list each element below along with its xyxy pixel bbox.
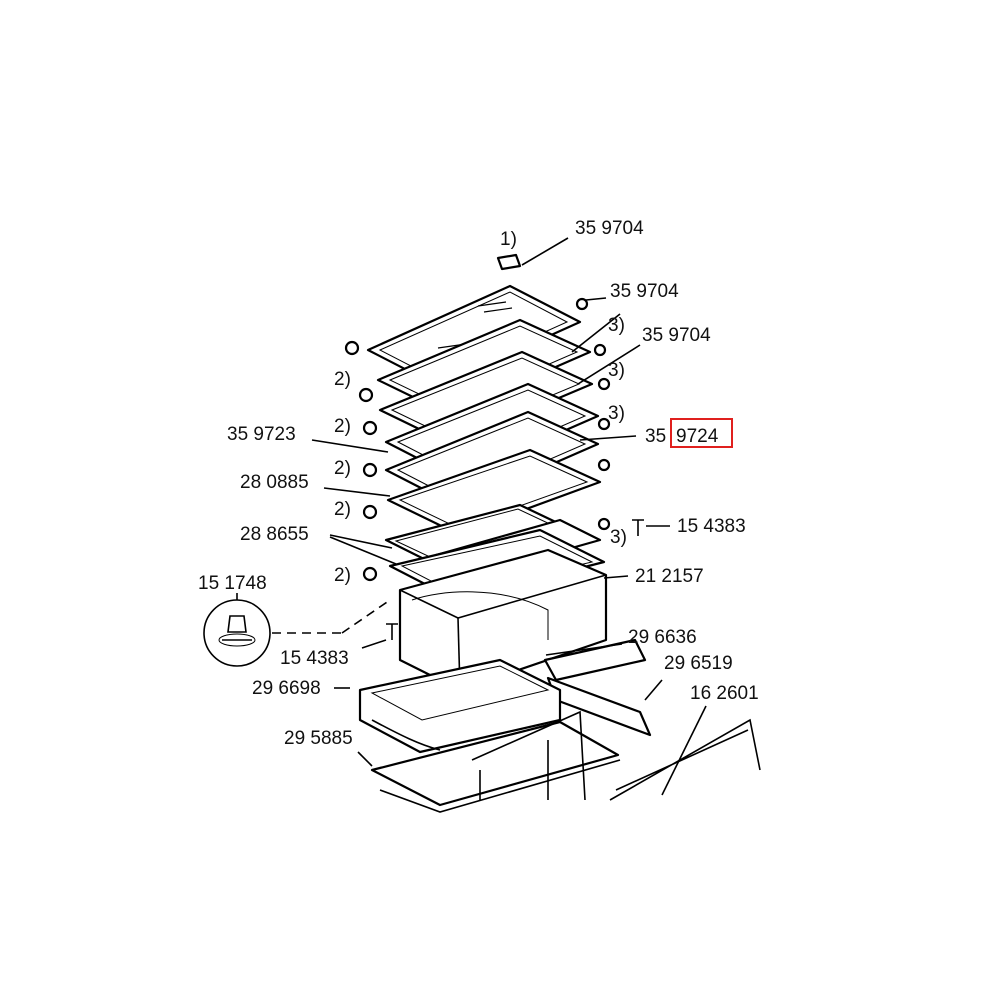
- inset-circle: [203, 599, 271, 667]
- part-number-21-2157: 21 2157: [635, 566, 704, 587]
- note-3-label: 3): [610, 527, 627, 548]
- part-number-35-9723: 35 9723: [227, 424, 296, 445]
- part-number-29-6698: 29 6698: [252, 678, 321, 699]
- part-number-16-2601: 16 2601: [690, 683, 759, 704]
- clip-part: [496, 253, 522, 271]
- part-number-15-1748: 15 1748: [198, 573, 267, 594]
- part-number-29-6519: 29 6519: [664, 653, 733, 674]
- part-number-29-6636: 29 6636: [628, 627, 697, 648]
- part-number-28-0885: 28 0885: [240, 472, 309, 493]
- part-number-shelf-1: 35 9704: [610, 281, 679, 302]
- note-3-label: 3): [608, 315, 625, 336]
- note-3-label: 3): [608, 360, 625, 381]
- part-number-28-8655: 28 8655: [240, 524, 309, 545]
- note-3-label: 3): [608, 403, 625, 424]
- crisper-box: [398, 548, 608, 692]
- note-2-label: 2): [334, 458, 351, 479]
- note-2-label: 2): [334, 565, 351, 586]
- part-number-prefix: 35: [645, 426, 667, 447]
- note-2-label: 2): [334, 416, 351, 437]
- part-number-15-4383-left: 15 4383: [280, 648, 349, 669]
- screws: [386, 519, 644, 640]
- part-number-top-frame: 35 9704: [575, 218, 644, 239]
- note-1-label: 1): [500, 229, 517, 250]
- part-number-shelf-2: 35 9704: [642, 325, 711, 346]
- part-number-15-4383-right: 15 4383: [677, 516, 746, 537]
- part-number-9724: 9724: [676, 426, 719, 447]
- highlight-box: [670, 418, 733, 448]
- note-2-label: 2): [334, 369, 351, 390]
- part-number-29-5885: 29 5885: [284, 728, 353, 749]
- lower-drawer: [358, 658, 562, 754]
- bottom-frame: [370, 710, 761, 813]
- clips-right: [575, 297, 611, 531]
- drawer-cover-plate: [386, 448, 602, 536]
- note-2-label: 2): [334, 499, 351, 520]
- leader-lines: [236, 237, 707, 796]
- clips-left: [344, 340, 378, 582]
